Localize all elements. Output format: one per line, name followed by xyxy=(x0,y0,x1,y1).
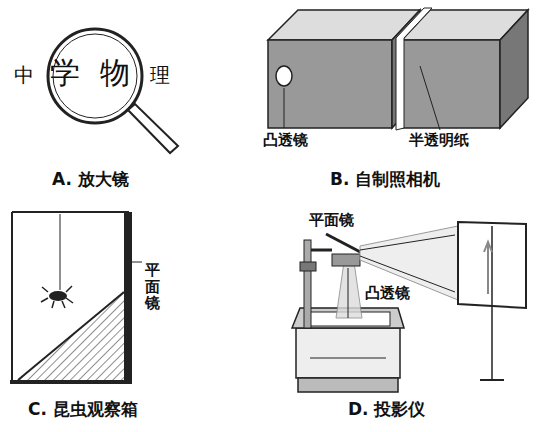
magnified-text: 理 xyxy=(150,64,170,87)
part-label: 凸透镜 xyxy=(364,285,411,302)
panel-caption: A. 放大镜 xyxy=(52,170,129,190)
part-label: 凸透镜 xyxy=(262,132,309,149)
part-label: 平面镜 xyxy=(145,262,160,312)
magnified-text: 学 xyxy=(50,56,80,91)
magnified-text: 中 xyxy=(14,64,34,87)
panel-caption: D. 投影仪 xyxy=(348,400,426,420)
part-label: 平面镜 xyxy=(308,212,355,229)
part-label: 半透明纸 xyxy=(408,132,470,149)
panel-caption: B. 自制照相机 xyxy=(330,170,440,190)
magnified-text: 物 xyxy=(100,56,130,91)
panel-caption: C. 昆虫观察箱 xyxy=(28,400,138,420)
